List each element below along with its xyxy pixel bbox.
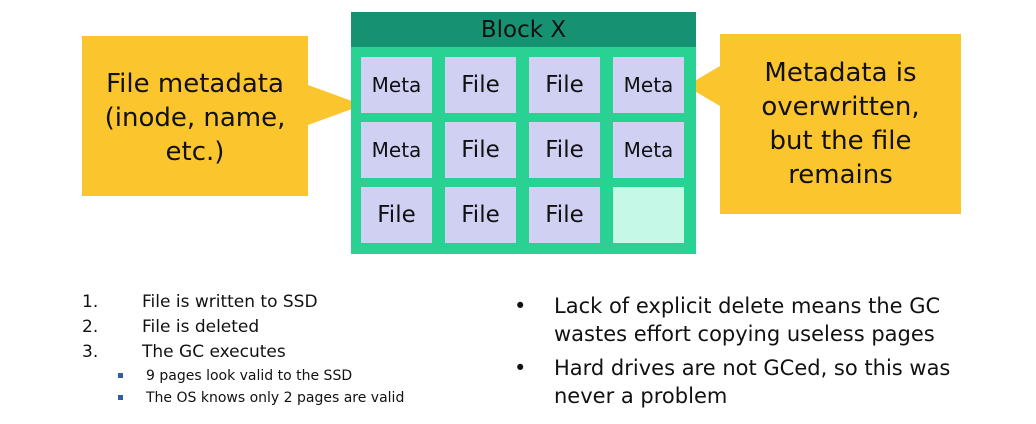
page-file: File (445, 57, 516, 113)
block-x: Block X Meta File File Meta Meta File Fi… (351, 12, 696, 254)
step-item: 1. File is written to SSD (82, 290, 462, 315)
page-file: File (529, 187, 600, 243)
callout-metadata-overwritten: Metadata is overwritten, but the file re… (686, 34, 961, 214)
bullet-icon: • (514, 356, 527, 380)
note-text: Lack of explicit delete means the GC was… (554, 294, 941, 346)
callout-file-metadata-text: File metadata (inode, name, etc.) (82, 36, 308, 196)
note-text: Hard drives are not GCed, so this was ne… (554, 356, 951, 408)
page-file: File (529, 122, 600, 178)
square-bullet-icon (118, 373, 123, 378)
callout-metadata-overwritten-text: Metadata is overwritten, but the file re… (720, 34, 961, 214)
step-number: 3. (82, 342, 99, 362)
page-meta: Meta (613, 57, 684, 113)
page-meta: Meta (361, 122, 432, 178)
step-item: 2. File is deleted (82, 315, 462, 340)
callout-metadata-overwritten-label: Metadata is overwritten, but the file re… (761, 58, 920, 190)
page-meta: Meta (361, 57, 432, 113)
note-item: • Lack of explicit delete means the GC w… (508, 292, 978, 348)
page-file: File (529, 57, 600, 113)
step-number: 1. (82, 292, 99, 312)
page-file: File (445, 187, 516, 243)
substep-text: 9 pages look valid to the SSD (146, 368, 353, 384)
note-item: • Hard drives are not GCed, so this was … (508, 354, 978, 410)
steps-list: 1. File is written to SSD 2. File is del… (82, 290, 462, 409)
bullet-icon: • (514, 294, 527, 318)
step-item: 3. The GC executes (82, 340, 462, 365)
callout-file-metadata-label: File metadata (inode, name, etc.) (104, 69, 286, 167)
substep-item: 9 pages look valid to the SSD (82, 365, 462, 387)
page-empty (613, 187, 684, 243)
block-title: Block X (351, 12, 696, 47)
page-meta: Meta (613, 122, 684, 178)
step-number: 2. (82, 317, 99, 337)
substep-text: The OS knows only 2 pages are valid (146, 390, 405, 406)
page-file: File (445, 122, 516, 178)
notes-list: • Lack of explicit delete means the GC w… (508, 292, 978, 416)
step-text: The GC executes (142, 342, 286, 362)
step-text: File is deleted (142, 317, 260, 337)
substep-item: The OS knows only 2 pages are valid (82, 387, 462, 409)
step-text: File is written to SSD (142, 292, 318, 312)
page-file: File (361, 187, 432, 243)
square-bullet-icon (118, 395, 123, 400)
callout-file-metadata: File metadata (inode, name, etc.) (82, 36, 363, 196)
